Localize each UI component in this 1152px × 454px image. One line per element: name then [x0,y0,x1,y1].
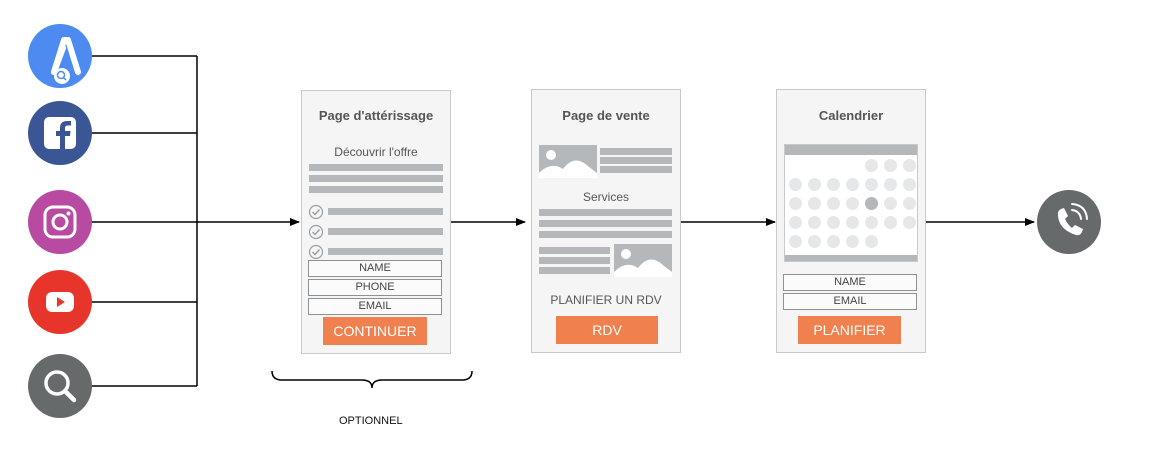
image-placeholder [614,244,672,277]
calendar-day[interactable] [827,197,840,210]
phone-field[interactable]: PHONE [308,279,442,296]
continue-button[interactable]: CONTINUER [323,317,427,345]
calendar-card: Calendrier NAME EMAIL PLANIFIER [776,89,926,353]
schedule-appointment-text: PLANIFIER UN RDV [550,293,662,307]
image-icon [614,249,672,277]
text-placeholder [539,247,610,254]
calendar-day[interactable] [789,216,802,229]
calendar-day[interactable] [865,235,878,248]
calendar-day[interactable] [865,159,878,172]
schedule-button[interactable]: PLANIFIER [798,316,901,344]
calendar-day[interactable] [846,235,859,248]
calendar-header [785,145,917,155]
calendar-day[interactable] [903,159,916,172]
google-ads-source [28,24,92,88]
calendar-day[interactable] [808,178,821,191]
text-placeholder [600,148,672,155]
calendar-day[interactable] [903,178,916,191]
calendar-day[interactable] [884,197,897,210]
calendar-day[interactable] [846,178,859,191]
calendar-day[interactable] [846,216,859,229]
text-placeholder [539,231,672,238]
text-placeholder [309,175,443,182]
rdv-button[interactable]: RDV [556,316,658,344]
calendar-day[interactable] [827,178,840,191]
image-icon [539,150,597,178]
landing-page-card: Page d'attérissage Découvrir l'offre NAM… [301,90,451,354]
text-placeholder [539,257,610,264]
search-source [28,354,92,418]
calendar-footer [785,255,917,261]
calendar-day-selected[interactable] [865,197,878,210]
text-placeholder [309,164,443,171]
calendar-day[interactable] [789,235,802,248]
text-placeholder [328,248,443,255]
text-placeholder [328,208,443,215]
calendar-day[interactable] [865,216,878,229]
search-icon [44,370,77,403]
text-placeholder [309,186,443,193]
calendar-day[interactable] [865,178,878,191]
services-heading: Services [582,190,629,204]
landing-page-title: Page d'attérissage [318,108,434,123]
calendar-day[interactable] [884,216,897,229]
text-placeholder [600,166,672,173]
calendar-day[interactable] [846,197,859,210]
facebook-icon [44,117,76,149]
calendar-day[interactable] [903,216,916,229]
checkmark-icon [308,244,324,260]
calendar-day[interactable] [903,197,916,210]
text-placeholder [539,209,672,216]
text-placeholder [600,157,672,164]
instagram-icon [43,205,77,239]
email-field[interactable]: EMAIL [308,298,442,315]
calendar-day[interactable] [827,235,840,248]
calendar-day[interactable] [789,178,802,191]
calendar-grid [784,144,918,262]
checkmark-icon [308,224,324,240]
text-placeholder [539,220,672,227]
phone-call-end [1037,190,1101,254]
email-field[interactable]: EMAIL [783,293,917,310]
sales-page-card: Page de vente Services PLANIFIER UN RDV … [531,89,681,353]
calendar-day[interactable] [808,197,821,210]
source-merge-lines [92,55,198,387]
calendar-day[interactable] [884,178,897,191]
calendar-day[interactable] [808,216,821,229]
name-field[interactable]: NAME [783,274,917,291]
image-placeholder [539,145,597,178]
facebook-source [28,101,92,165]
instagram-source [28,190,92,254]
google-ads-icon [51,37,81,84]
calendar-day[interactable] [827,216,840,229]
calendar-day[interactable] [808,235,821,248]
text-placeholder [539,267,610,274]
youtube-source [28,270,92,334]
optional-label: OPTIONNEL [339,415,403,427]
sales-page-title: Page de vente [562,108,650,123]
landing-page-subtitle: Découvrir l'offre [334,145,418,159]
name-field[interactable]: NAME [308,260,442,277]
calendar-day[interactable] [884,159,897,172]
calendar-day[interactable] [789,197,802,210]
optional-brace [271,370,473,389]
phone-call-icon [1057,203,1088,236]
youtube-icon [46,292,74,312]
checkmark-icon [308,204,324,220]
text-placeholder [328,228,443,235]
calendar-title: Calendrier [818,108,884,123]
